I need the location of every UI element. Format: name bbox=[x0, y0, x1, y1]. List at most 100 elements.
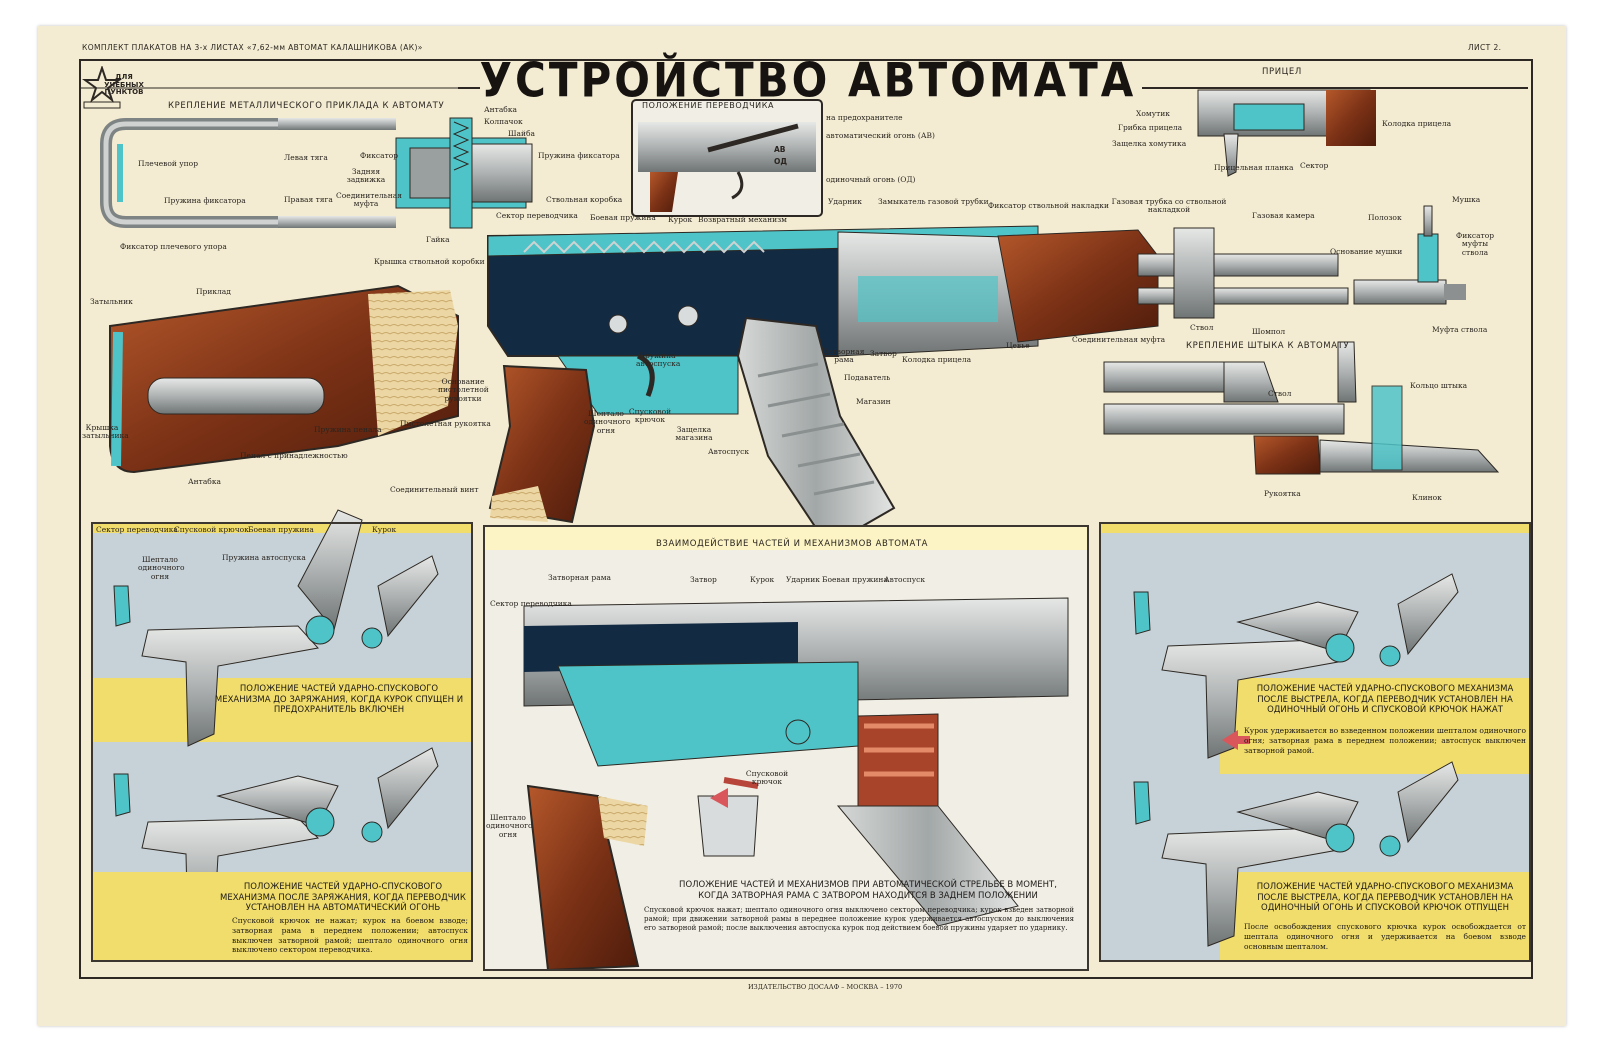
label-case-spring: Пружина пенала bbox=[314, 425, 382, 434]
label-disconnector: Автоспуск bbox=[708, 447, 750, 456]
label-magazine: Магазин bbox=[856, 397, 891, 406]
bayonet-section-title: КРЕПЛЕНИЕ ШТЫКА К АВТОМАТУ bbox=[1186, 341, 1350, 351]
interaction-label-disconnector: Автоспуск bbox=[884, 575, 926, 584]
series-line: КОМПЛЕКТ ПЛАКАТОВ НА 3-х ЛИСТАХ «7,62-мм… bbox=[82, 43, 423, 52]
interaction-section-title: ВЗАИМОДЕЙСТВИЕ ЧАСТЕЙ И МЕХАНИЗМОВ АВТОМ… bbox=[656, 539, 929, 549]
label-bayonet-barrel: Ствол bbox=[1268, 389, 1292, 398]
label-trigger: Спусковой крючок bbox=[628, 407, 672, 425]
interaction-label-bolt-carrier: Затворная рама bbox=[548, 573, 611, 582]
label-barrel-guard-latch: Фиксатор ствольной накладки bbox=[988, 201, 1109, 210]
label-sight-base-main: Колодка прицела bbox=[902, 355, 972, 364]
selector-position-single: одиночный огонь (ОД) bbox=[826, 175, 916, 184]
label-swivel: Антабка bbox=[188, 477, 221, 486]
right-note-bottom: После освобождения спускового крючка кур… bbox=[1244, 922, 1526, 951]
label-stock: Приклад bbox=[196, 287, 231, 296]
label-bolt-carrier: Затворная рама bbox=[823, 347, 865, 365]
center-panel-graphics bbox=[484, 526, 1088, 972]
emblem-text: ДЛЯ УЧЕБНЫХ ПУНКТОВ bbox=[104, 73, 144, 97]
label-coupling: Соединительная муфта bbox=[336, 191, 402, 209]
left-label-single-sear: Шептало одиночного огня bbox=[138, 555, 185, 581]
label-muzzle-nut: Муфта ствола bbox=[1432, 325, 1488, 334]
label-forend: Цевье bbox=[1006, 341, 1030, 350]
label-bayonet-blade: Клинок bbox=[1412, 493, 1442, 502]
rear-sight-graphic bbox=[1197, 89, 1376, 177]
interaction-label-single-sear: Шептало одиночного огня bbox=[486, 813, 533, 839]
label-clamp-latch: Защелка хомутика bbox=[1112, 139, 1187, 148]
selector-mark-av: АВ bbox=[774, 145, 786, 154]
label-butt-cap: Крышка затыльника bbox=[82, 423, 129, 441]
right-note-top: Курок удерживается во взведенном положен… bbox=[1244, 726, 1526, 755]
label-shoulder-latch: Фиксатор плечевого упора bbox=[120, 242, 227, 251]
label-butt-plate: Затыльник bbox=[90, 297, 133, 306]
label-receiver: Ствольная коробка bbox=[546, 195, 623, 204]
right-caption-top: ПОЛОЖЕНИЕ ЧАСТЕЙ УДАРНО-СПУСКОВОГО МЕХАН… bbox=[1256, 684, 1514, 716]
label-rear-plate: Задняя задвижка bbox=[346, 167, 386, 185]
label-slide: Полозок bbox=[1368, 213, 1402, 222]
selector-position-safe: на предохранителе bbox=[826, 113, 903, 122]
label-muzzle-latch: Фиксатор муфты ствола bbox=[1455, 231, 1495, 257]
selector-mark-od: ОД bbox=[774, 157, 788, 166]
left-caption-bottom: ПОЛОЖЕНИЕ ЧАСТЕЙ УДАРНО-СПУСКОВОГО МЕХАН… bbox=[220, 882, 466, 914]
left-label-selector: Сектор переводчика bbox=[96, 525, 178, 534]
left-label-hammer: Курок bbox=[372, 525, 397, 534]
left-caption-top: ПОЛОЖЕНИЕ ЧАСТЕЙ УДАРНО-СПУСКОВОГО МЕХАН… bbox=[214, 684, 464, 716]
label-return-mech: Возвратный механизм bbox=[698, 215, 788, 224]
label-mag-catch: Защелка магазина bbox=[675, 425, 713, 443]
star-emblem-icon bbox=[82, 66, 122, 110]
poster-sheet: КОМПЛЕКТ ПЛАКАТОВ НА 3-х ЛИСТАХ «7,62-мм… bbox=[38, 26, 1566, 1026]
selector-section-title: ПОЛОЖЕНИЕ ПЕРЕВОДЧИКА bbox=[642, 101, 775, 110]
illustration-layer bbox=[79, 59, 1533, 979]
interaction-label-mainspring: Боевая пружина bbox=[822, 575, 888, 584]
label-bolt: Затвор bbox=[870, 349, 897, 358]
label-bayonet-handle: Рукоятка bbox=[1264, 489, 1301, 498]
label-coupling-main: Соединительная муфта bbox=[1072, 335, 1166, 344]
left-panel-graphics bbox=[92, 509, 472, 962]
label-clamp-face: Грибка прицела bbox=[1118, 123, 1183, 132]
label-connector-screw: Соединительный винт bbox=[390, 485, 479, 494]
label-front-sight-base: Основание мушки bbox=[1330, 247, 1403, 256]
rifle-cutaway-graphic bbox=[109, 225, 1349, 548]
left-note-bottom: Спусковой крючок не нажат; курок на боев… bbox=[232, 916, 468, 955]
front-sight-graphic bbox=[1353, 205, 1466, 305]
page-title: УСТРОЙСТВО АВТОМАТА bbox=[479, 53, 1137, 108]
label-mainspring: Боевая пружина bbox=[590, 213, 656, 222]
left-label-disconnector-spring: Пружина автоспуска bbox=[222, 553, 306, 562]
label-barrel: Ствол bbox=[1190, 323, 1214, 332]
stock-section-title: КРЕПЛЕНИЕ МЕТАЛЛИЧЕСКОГО ПРИКЛАДА К АВТО… bbox=[168, 101, 445, 111]
interaction-label-striker: Ударник bbox=[786, 575, 820, 584]
interaction-label-trigger: Спусковой крючок bbox=[745, 769, 789, 787]
label-shoulder-rest: Плечевой упор bbox=[138, 159, 198, 168]
label-right-rod: Правая тяга bbox=[284, 195, 333, 204]
label-bayonet-ring: Кольцо штыка bbox=[1410, 381, 1468, 390]
left-label-trigger: Спусковой крючок bbox=[174, 525, 249, 534]
label-receiver-cover: Крышка ствольной коробки bbox=[374, 257, 485, 266]
label-disconnector-spring: Пружина автоспуска bbox=[636, 351, 681, 369]
label-gas-chamber: Газовая камера bbox=[1252, 211, 1315, 220]
label-sling-swivel: Антабка bbox=[484, 105, 517, 114]
label-follower: Подаватель bbox=[844, 373, 891, 382]
bayonet-graphic bbox=[1103, 341, 1500, 475]
label-cap: Колпачок bbox=[484, 117, 523, 126]
label-left-rod: Левая тяга bbox=[284, 153, 328, 162]
right-panel-graphics bbox=[1100, 523, 1530, 962]
label-ramrod: Шомпол bbox=[1252, 327, 1286, 336]
label-single-sear: Шептало одиночного огня bbox=[584, 409, 631, 435]
interaction-note: Спусковой крючок нажат; шептало одиночно… bbox=[644, 906, 1074, 933]
label-front-sight: Мушка bbox=[1452, 195, 1481, 204]
label-gas-tube: Газовая трубка со ствольной накладкой bbox=[1111, 197, 1227, 215]
footer-publisher: ИЗДАТЕЛЬСТВО ДОСААФ – МОСКВА – 1970 bbox=[748, 983, 903, 991]
selector-inset-graphic bbox=[631, 99, 823, 217]
label-grip-base: Основание пистолетной рукоятки bbox=[438, 377, 489, 403]
label-selector: Сектор переводчика bbox=[496, 211, 578, 220]
label-nut: Гайка bbox=[426, 235, 450, 244]
label-latch-spring: Пружина фиксатора bbox=[164, 196, 246, 205]
folding-stock-diagram bbox=[100, 117, 533, 229]
label-kit-case: Пенал с принадлежностью bbox=[240, 451, 348, 460]
interaction-label-selector: Сектор переводчика bbox=[490, 599, 572, 608]
interaction-caption: ПОЛОЖЕНИЕ ЧАСТЕЙ И МЕХАНИЗМОВ ПРИ АВТОМА… bbox=[679, 880, 1057, 901]
label-washer: Шайба bbox=[508, 129, 536, 138]
selector-position-auto: автоматический огонь (АВ) bbox=[826, 131, 935, 140]
right-caption-bottom: ПОЛОЖЕНИЕ ЧАСТЕЙ УДАРНО-СПУСКОВОГО МЕХАН… bbox=[1256, 882, 1514, 914]
label-latch-spring-2: Пружина фиксатора bbox=[538, 151, 620, 160]
label-latch: Фиксатор bbox=[360, 151, 399, 160]
